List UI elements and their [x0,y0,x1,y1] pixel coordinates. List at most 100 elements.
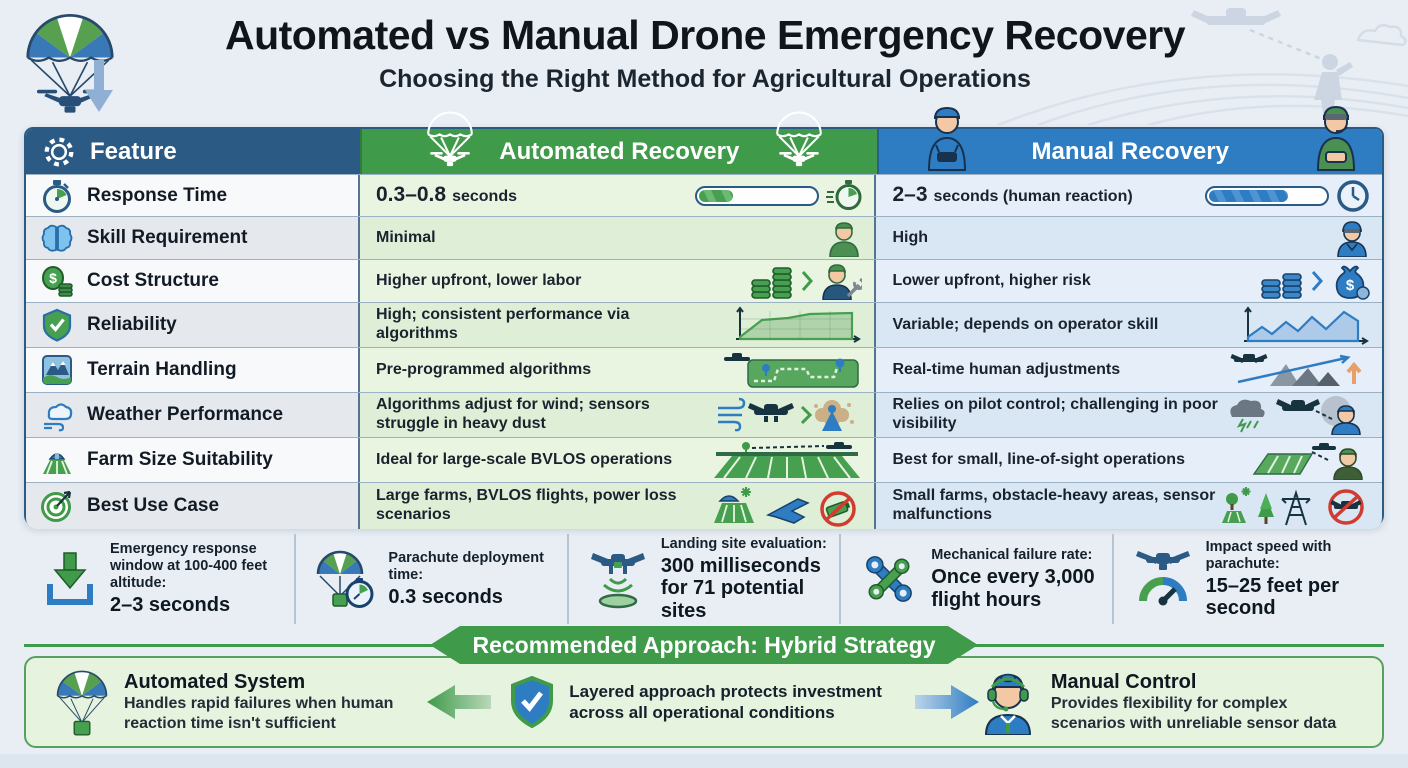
table-row: Best Use Case Large farms, BVLOS flights… [26,482,1382,529]
manual-icons [1230,350,1370,390]
automated-icons [716,395,862,435]
wrenches-icon [859,549,919,609]
small-field-pilot-icon [1250,440,1370,480]
manual-cell: Real-time human adjustments [876,348,1382,392]
progress-bar-icon [1205,185,1329,206]
automated-cell: Algorithms adjust for wind; sensors stru… [360,393,877,437]
recommendation-banner-label: Recommended Approach: Hybrid Strategy [472,631,936,658]
feature-header: Feature [26,129,361,174]
stat-item: Landing site evaluation: 300 millisecond… [566,534,839,624]
feature-cell: Best Use Case [26,483,360,529]
automated-system-title: Automated System [124,671,306,694]
feature-cell: Weather Performance [26,393,360,437]
feature-label: Response Time [87,184,228,206]
feature-label: Best Use Case [87,495,220,516]
manual-cell: Lower upfront, higher risk [876,260,1382,302]
footer-strip [0,754,1408,768]
stat-value: 2–3 seconds [110,594,231,617]
drone-scan-icon [587,549,649,609]
stat-label: Parachute deployment time: [388,549,544,583]
manual-cell: Variable; depends on operator skill [876,303,1382,347]
automated-system-description: Handles rapid failures when human reacti… [124,695,394,732]
automated-cell: High; consistent performance via algorit… [360,303,877,347]
recommendation-panel: Automated System Handles rapid failures … [24,656,1384,748]
stat-value: 300 milliseconds for 71 potential sites [660,554,821,622]
feature-header-label: Feature [90,137,177,165]
target-icon [40,489,74,523]
stat-item: Impact speed with parachute: 15–25 feet … [1111,534,1384,624]
gear-icon [42,135,76,169]
stopwatch-icon [826,179,862,213]
mountain-icon [40,353,74,387]
automated-value: Large farms, BVLOS flights, power loss s… [376,487,677,523]
feature-cell: Skill Requirement [26,217,360,259]
trees-pylon-nodrone-icon [1220,485,1370,527]
page-title: Automated vs Manual Drone Emergency Reco… [224,12,1186,58]
stat-value: 0.3 seconds [388,585,503,608]
stat-label: Emergency response window at 100-400 fee… [110,541,268,592]
farm-icon [40,443,74,477]
stat-item: Emergency response window at 100-400 fee… [24,534,294,624]
parachute-timer-icon [314,548,376,610]
manual-value: Relies on pilot control; challenging in … [892,396,1218,432]
manual-value: Variable; depends on operator skill [892,315,1159,333]
automated-icons [712,485,862,527]
table-row: Weather Performance Algorithms adjust fo… [26,392,1382,437]
manual-icons [1205,179,1370,213]
table-header-row: Feature [26,105,1382,174]
stat-label: Mechanical failure rate: [931,547,1093,564]
automated-header-label: Automated Recovery [499,137,740,165]
parachute-drone-icon [424,105,476,171]
brain-icon [40,221,74,255]
recommendation-banner: Recommended Approach: Hybrid Strategy [430,626,978,664]
manual-cell: High [876,217,1382,259]
stat-label: Landing site evaluation: [660,535,827,552]
pilot-headset-icon [979,669,1037,735]
coins-icon [750,262,794,300]
manual-header-label: Manual Recovery [1031,137,1229,165]
stats-band: Emergency response window at 100-400 fee… [24,534,1384,624]
feature-cell: $ Cost Structure [26,260,360,302]
manual-icons: $ [1260,262,1370,300]
storm-drone-pilot-icon [1224,395,1370,435]
automated-value: Ideal for large-scale BVLOS operations [376,450,673,468]
manual-cell: Best for small, line-of-sight operations [876,438,1382,482]
manual-icons [1250,440,1370,480]
title-block: Automated vs Manual Drone Emergency Reco… [110,12,1300,94]
money-icon: $ [40,264,74,298]
feature-label: Skill Requirement [87,227,248,248]
feature-label: Farm Size Suitability [87,449,273,470]
cloud-wind-icon [40,398,74,432]
manual-value: Small farms, obstacle-heavy areas, senso… [892,487,1216,523]
hybrid-note: Layered approach protects investment acr… [569,681,882,722]
feature-label: Reliability [87,314,177,335]
manual-value: High [892,228,929,246]
automated-value: Higher upfront, lower labor [376,271,582,289]
large-field-bvlos-icon [712,440,862,480]
automated-value: Algorithms adjust for wind; sensors stru… [376,396,650,432]
feature-cell: Response Time [26,175,360,216]
automated-cell: Minimal [360,217,877,259]
manual-cell: Small farms, obstacle-heavy areas, senso… [876,483,1382,529]
table-row: $ Cost Structure Higher upfront, lower l… [26,259,1382,302]
feature-cell: Reliability [26,303,360,347]
hybrid-note-group: Layered approach protects investment acr… [509,676,897,728]
wind-drone-dust-sensor-icon [716,395,862,435]
manual-value: Best for small, line-of-sight operations [892,450,1185,468]
manual-cell: Relies on pilot control; challenging in … [876,393,1382,437]
clock-icon [1336,179,1370,213]
stat-value: 15–25 feet per second [1205,574,1340,620]
svg-text:$: $ [49,270,57,286]
pilot-helmet-icon [1334,219,1370,257]
table-row: Farm Size Suitability Ideal for large-sc… [26,437,1382,482]
manual-control-description: Provides flexibility for complex scenari… [1050,695,1337,732]
automated-icons [712,440,862,480]
manual-icons [1220,485,1370,527]
feature-label: Weather Performance [87,404,284,425]
manual-icons [1238,305,1370,345]
stat-item: Mechanical failure rate: Once every 3,00… [839,534,1111,624]
down-arrow-icon [84,60,114,112]
page-subtitle: Choosing the Right Method for Agricultur… [379,65,1031,93]
